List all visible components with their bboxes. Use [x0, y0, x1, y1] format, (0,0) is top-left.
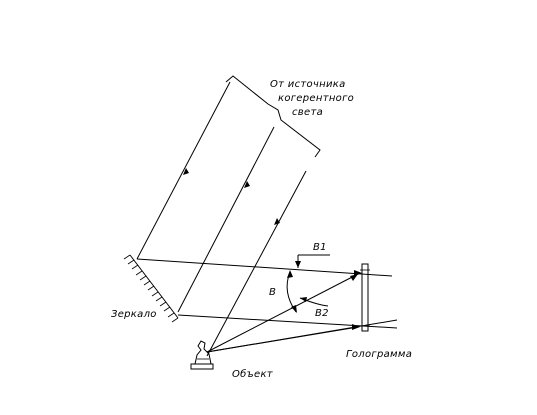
source-label-line1: От источника [270, 79, 346, 90]
angle-b2-arrow [300, 297, 307, 302]
angle-b1-label: B1 [313, 242, 327, 253]
angle-b-arrow-top [287, 270, 293, 278]
reference-ray-1 [136, 258, 393, 277]
arrow-ray-1 [183, 168, 189, 175]
mirror [123, 254, 179, 323]
arrow-ray-2 [244, 181, 250, 188]
hologram-plate [360, 263, 370, 332]
angle-b-label: B [269, 287, 276, 298]
angle-b2-label: B2 [315, 308, 329, 319]
object-label: Объект [232, 368, 274, 380]
hologram-label: Голограмма [346, 349, 412, 360]
mirror-label: Зеркало [111, 309, 157, 320]
object-ray-1 [206, 272, 361, 353]
incoming-ray-2 [177, 126, 275, 313]
source-label-line3: света [292, 107, 323, 118]
arrow-obj-1 [350, 274, 358, 281]
angle-b1-marker [295, 254, 330, 268]
incoming-ray-1 [136, 81, 231, 260]
arrow-ref-2 [352, 324, 360, 330]
source-beam-brace [225, 75, 321, 158]
angle-b-arrow-bottom [291, 305, 297, 313]
incoming-ray-3 [206, 170, 307, 357]
object-ray-3 [206, 319, 398, 353]
source-label-line2: когерентного [278, 93, 354, 104]
object-figure [190, 340, 214, 370]
arrow-ray-3 [274, 218, 280, 225]
